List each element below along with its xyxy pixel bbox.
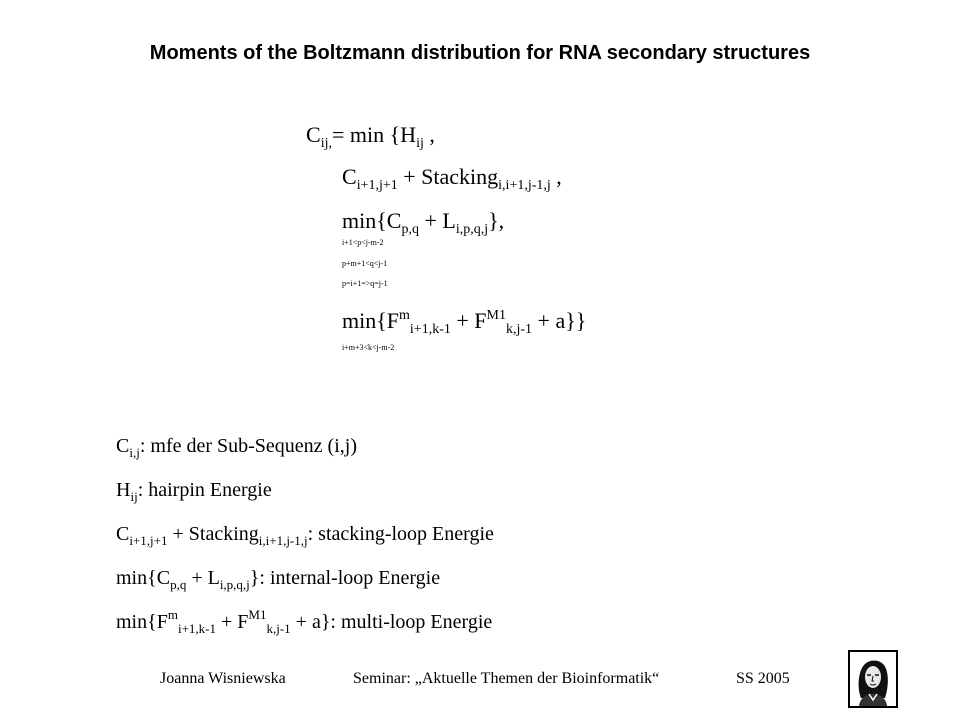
c-subscript: i+1,j+1 bbox=[129, 533, 168, 548]
loop-text: + L bbox=[418, 208, 456, 233]
comma: , bbox=[423, 122, 435, 147]
f2-subscript: k,j-1 bbox=[505, 322, 533, 337]
closing-text: + a}} bbox=[532, 308, 587, 333]
legend-text: }: internal-loop Energie bbox=[249, 567, 441, 589]
min-hairpin-text: = min {H bbox=[331, 122, 417, 147]
min-c-text: min{C bbox=[342, 208, 402, 233]
h-symbol: H bbox=[116, 479, 131, 501]
legend-line-4: min{Cp,q + Li,p,q,j}: internal-loop Ener… bbox=[116, 566, 441, 592]
c-symbol: C bbox=[116, 435, 130, 457]
c-symbol: C bbox=[342, 164, 357, 189]
f2-subscript: k,j-1 bbox=[266, 621, 291, 636]
l-subscript: i,p,q,j bbox=[219, 577, 250, 592]
plus-f-text: + F bbox=[216, 611, 249, 633]
slide-title: Moments of the Boltzmann distribution fo… bbox=[149, 42, 811, 64]
c-subscript: p,q bbox=[401, 222, 419, 237]
loop-text: + L bbox=[186, 567, 220, 589]
f-subscript: i+1,k-1 bbox=[409, 322, 451, 337]
h-subscript: ij bbox=[416, 136, 424, 151]
f2-superscript: M1 bbox=[486, 308, 506, 323]
l-subscript: i,p,q,j bbox=[455, 222, 489, 237]
c-symbol: C bbox=[116, 523, 130, 545]
f2-superscript: M1 bbox=[248, 607, 267, 622]
c-subscript: ij, bbox=[320, 136, 332, 151]
legend-line-2: Hij: hairpin Energie bbox=[116, 478, 272, 504]
recursion-line-3: min{Cp,q + Li,p,q,j}, bbox=[342, 208, 505, 237]
c-subscript: p,q bbox=[170, 577, 187, 592]
condition-1: i+1<p<j-m-2 bbox=[342, 238, 384, 247]
legend-line-1: Ci,j: mfe der Sub-Sequenz (i,j) bbox=[116, 434, 357, 460]
legend-text: : mfe der Sub-Sequenz (i,j) bbox=[139, 435, 357, 457]
f-superscript: m bbox=[399, 308, 410, 323]
closing-brace: }, bbox=[488, 208, 505, 233]
legend-line-3: Ci+1,j+1 + Stackingi,i+1,j-1,j: stacking… bbox=[116, 522, 494, 548]
stacking-text: + Stacking bbox=[397, 164, 499, 189]
footer-author: Joanna Wisniewska bbox=[160, 670, 286, 687]
c-subscript: i,j bbox=[129, 445, 140, 460]
min-f-text: min{F bbox=[342, 308, 400, 333]
comma: , bbox=[550, 164, 562, 189]
legend-text: : stacking-loop Energie bbox=[307, 523, 494, 545]
condition-2: p+m+1<q<j-1 bbox=[342, 259, 388, 268]
f-superscript: m bbox=[167, 607, 178, 622]
goethe-portrait-logo-icon bbox=[848, 650, 898, 708]
legend-text: + a}: multi-loop Energie bbox=[290, 611, 493, 633]
stacking-text: + Stacking bbox=[167, 523, 259, 545]
stacking-subscript: i,i+1,j-1,j bbox=[498, 178, 551, 193]
recursion-line-4: min{Fmi+1,k-1 + FM1k,j-1 + a}} bbox=[342, 308, 587, 337]
c-subscript: i+1,j+1 bbox=[356, 178, 398, 193]
plus-f-text: + F bbox=[450, 308, 487, 333]
h-subscript: ij bbox=[130, 489, 138, 504]
recursion-line-1: Cij,= min {Hij , bbox=[306, 122, 435, 151]
condition-4: i+m+3<k<j-m-2 bbox=[342, 343, 395, 352]
min-f-text: min{F bbox=[116, 611, 168, 633]
f-subscript: i+1,k-1 bbox=[177, 621, 216, 636]
footer-term: SS 2005 bbox=[736, 670, 790, 687]
legend-line-5: min{Fmi+1,k-1 + FM1k,j-1 + a}: multi-loo… bbox=[116, 607, 493, 636]
footer-seminar: Seminar: „Aktuelle Themen der Bioinforma… bbox=[353, 670, 660, 687]
legend-text: : hairpin Energie bbox=[137, 479, 272, 501]
c-symbol: C bbox=[306, 122, 321, 147]
min-c-text: min{C bbox=[116, 567, 171, 589]
stacking-subscript: i,i+1,j-1,j bbox=[258, 533, 308, 548]
recursion-line-2: Ci+1,j+1 + Stackingi,i+1,j-1,j , bbox=[342, 164, 562, 193]
condition-3: p=i+1=>q=j-1 bbox=[342, 279, 388, 288]
